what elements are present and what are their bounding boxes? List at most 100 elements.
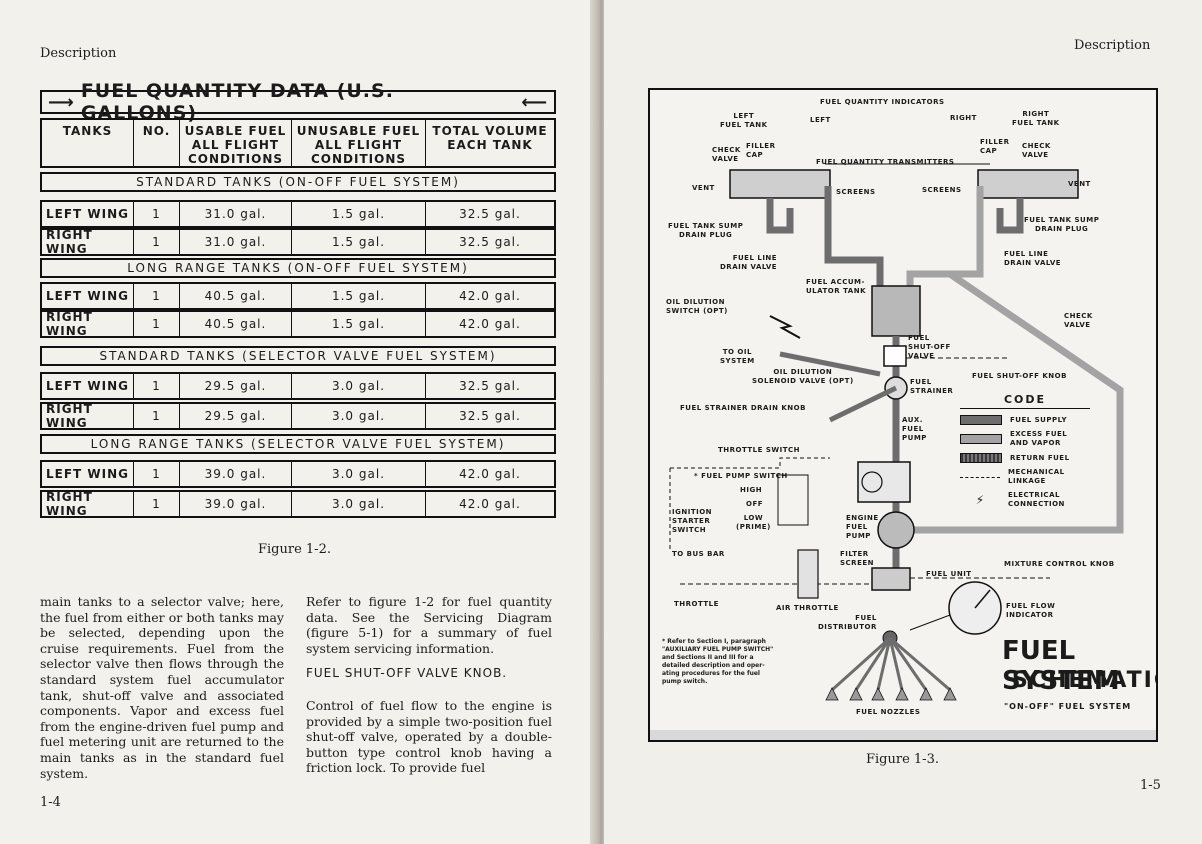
cell-total: 42.0 gal.: [459, 289, 521, 303]
cell-tank: RIGHT WING: [42, 402, 134, 430]
label-accumulator: FUEL ACCUM- ULATOR TANK: [806, 278, 867, 295]
cell-unusable: 1.5 gal.: [292, 284, 426, 308]
cell-total: 32.5 gal.: [459, 379, 521, 393]
paragraph: main tanks to a selector valve; here, th…: [40, 594, 284, 781]
label-left-indicator: LEFT: [810, 116, 831, 124]
left-column-text: main tanks to a selector valve; here, th…: [40, 594, 284, 781]
label-screens-right: SCREENS: [922, 186, 962, 194]
shutoff-valve: [883, 345, 907, 367]
vapor-return: [900, 270, 1124, 534]
label-ignition-starter-switch: IGNITION STARTER SWITCH: [672, 508, 713, 534]
cell-unusable: 3.0 gal.: [292, 374, 426, 398]
strainer-drain: [828, 385, 898, 423]
code-legend: CODE FUEL SUPPLY EXCESS FUEL AND VAPOR R…: [960, 393, 1090, 523]
cell-usable: 39.0 gal.: [180, 462, 292, 486]
engine-fuel-pump: [877, 511, 915, 549]
oil-dilution-line: [779, 351, 881, 377]
cell-tank: RIGHT WING: [42, 310, 134, 338]
label-filler-cap-left: FILLER CAP: [746, 142, 776, 159]
label-check-valve-right: CHECK VALVE: [1022, 142, 1051, 159]
legend-swatch: [960, 453, 1002, 463]
legend-label: FUEL SUPPLY: [1010, 415, 1068, 424]
accumulator-tank: [871, 285, 921, 337]
fuel-system-schematic: FUEL QUANTITY INDICATORS LEFT FUEL TANK …: [648, 88, 1158, 742]
label-to-oil-system: TO OIL SYSTEM: [720, 348, 755, 365]
wiring: [670, 457, 830, 469]
label-filter-screen: FILTER SCREEN: [840, 550, 874, 567]
schematic-title-line1: FUEL SYSTEM: [1002, 636, 1120, 696]
cell-total: 32.5 gal.: [459, 235, 521, 249]
cell-no: 1: [134, 462, 180, 486]
electrical-bolt: [769, 315, 801, 339]
cell-usable: 31.0 gal.: [180, 230, 292, 254]
cell-no: 1: [134, 492, 180, 516]
label-fuel-line-right: FUEL LINE DRAIN VALVE: [1004, 250, 1062, 267]
lightning-bolt-icon: ⚡: [975, 493, 985, 507]
label-check-valve-left: CHECK VALVE: [712, 146, 741, 163]
legend-item-return-fuel: RETURN FUEL: [960, 453, 1090, 463]
label-fuel-shutoff-knob: FUEL SHUT-OFF KNOB: [972, 372, 1067, 380]
col-total: TOTAL VOLUME EACH TANK: [432, 124, 548, 152]
aux-pump: [857, 461, 911, 503]
table-section-title: STANDARD TANKS (ON-OFF FUEL SYSTEM): [40, 172, 556, 192]
left-feed: [824, 186, 884, 310]
label-screens-left: SCREENS: [836, 188, 876, 196]
left-supply-line: [766, 198, 794, 234]
cell-unusable: 3.0 gal.: [292, 404, 426, 428]
label-strainer-drain-knob: FUEL STRAINER DRAIN KNOB: [680, 404, 806, 412]
label-fuel-distributor: FUEL DISTRIBUTOR: [818, 614, 877, 631]
legend-item-mechanical-linkage: MECHANICAL LINKAGE: [960, 468, 1090, 486]
flow-indicator-line: [909, 614, 951, 631]
legend-label: MECHANICAL LINKAGE: [1008, 468, 1065, 485]
page-number-left: 1-4: [40, 795, 61, 810]
legend-swatch: [960, 476, 1000, 478]
pump-switch-note: * Refer to Section I, paragraph "AUXILIA…: [662, 638, 774, 685]
label-check-valve-mid: CHECK VALVE: [1064, 312, 1093, 329]
page-number-right: 1-5: [1140, 778, 1161, 793]
label-sump-left: FUEL TANK SUMP DRAIN PLUG: [668, 222, 744, 239]
legend-item-electrical-connection: ⚡ ELECTRICAL CONNECTION: [960, 491, 1090, 509]
section-heading: FUEL SHUT-OFF VALVE KNOB.: [306, 666, 508, 681]
col-tanks: TANKS: [42, 120, 134, 166]
cell-no: 1: [134, 230, 180, 254]
label-fuel-pump-switch: * FUEL PUMP SWITCH: [694, 472, 788, 480]
cell-no: 1: [134, 404, 180, 428]
table-section-title: LONG RANGE TANKS (SELECTOR VALVE FUEL SY…: [40, 434, 556, 454]
cell-usable: 39.0 gal.: [180, 492, 292, 516]
label-vent-left: VENT: [692, 184, 715, 192]
label-high: HIGH: [740, 486, 763, 494]
label-oil-dilution-solenoid: OIL DILUTION SOLENOID VALVE (OPT): [752, 368, 854, 385]
label-right-indicator: RIGHT: [950, 114, 977, 122]
figure-1-2-caption: Figure 1-2.: [258, 542, 331, 557]
cell-total: 42.0 gal.: [459, 317, 521, 331]
label-fuel-shutoff-valve: FUEL SHUT-OFF VALVE: [908, 334, 951, 360]
cell-usable: 31.0 gal.: [180, 202, 292, 226]
schematic-drawing: [650, 163, 1156, 740]
cell-no: 1: [134, 312, 180, 336]
right-supply-line: [996, 198, 1024, 234]
gauge-needle: [974, 589, 991, 609]
label-throttle-switch: THROTTLE SWITCH: [718, 446, 801, 454]
legend-swatch: [960, 434, 1002, 444]
cell-tank: LEFT WING: [42, 462, 134, 486]
cell-usable: 40.5 gal.: [180, 312, 292, 336]
left-fuel-tank: [729, 169, 831, 199]
cell-tank: LEFT WING: [42, 374, 134, 398]
label-fuel-nozzles: FUEL NOZZLES: [856, 708, 921, 716]
label-filler-cap-right: FILLER CAP: [980, 138, 1010, 155]
cell-usable: 40.5 gal.: [180, 284, 292, 308]
air-throttle: [797, 549, 819, 599]
cell-no: 1: [134, 284, 180, 308]
label-low-prime: LOW (PRIME): [736, 514, 771, 531]
right-fuel-tank: [977, 169, 1079, 199]
left-page: Description ⟶ FUEL QUANTITY DATA (U.S. G…: [0, 0, 598, 844]
cell-unusable: 1.5 gal.: [292, 312, 426, 336]
fuel-unit: [871, 567, 911, 591]
